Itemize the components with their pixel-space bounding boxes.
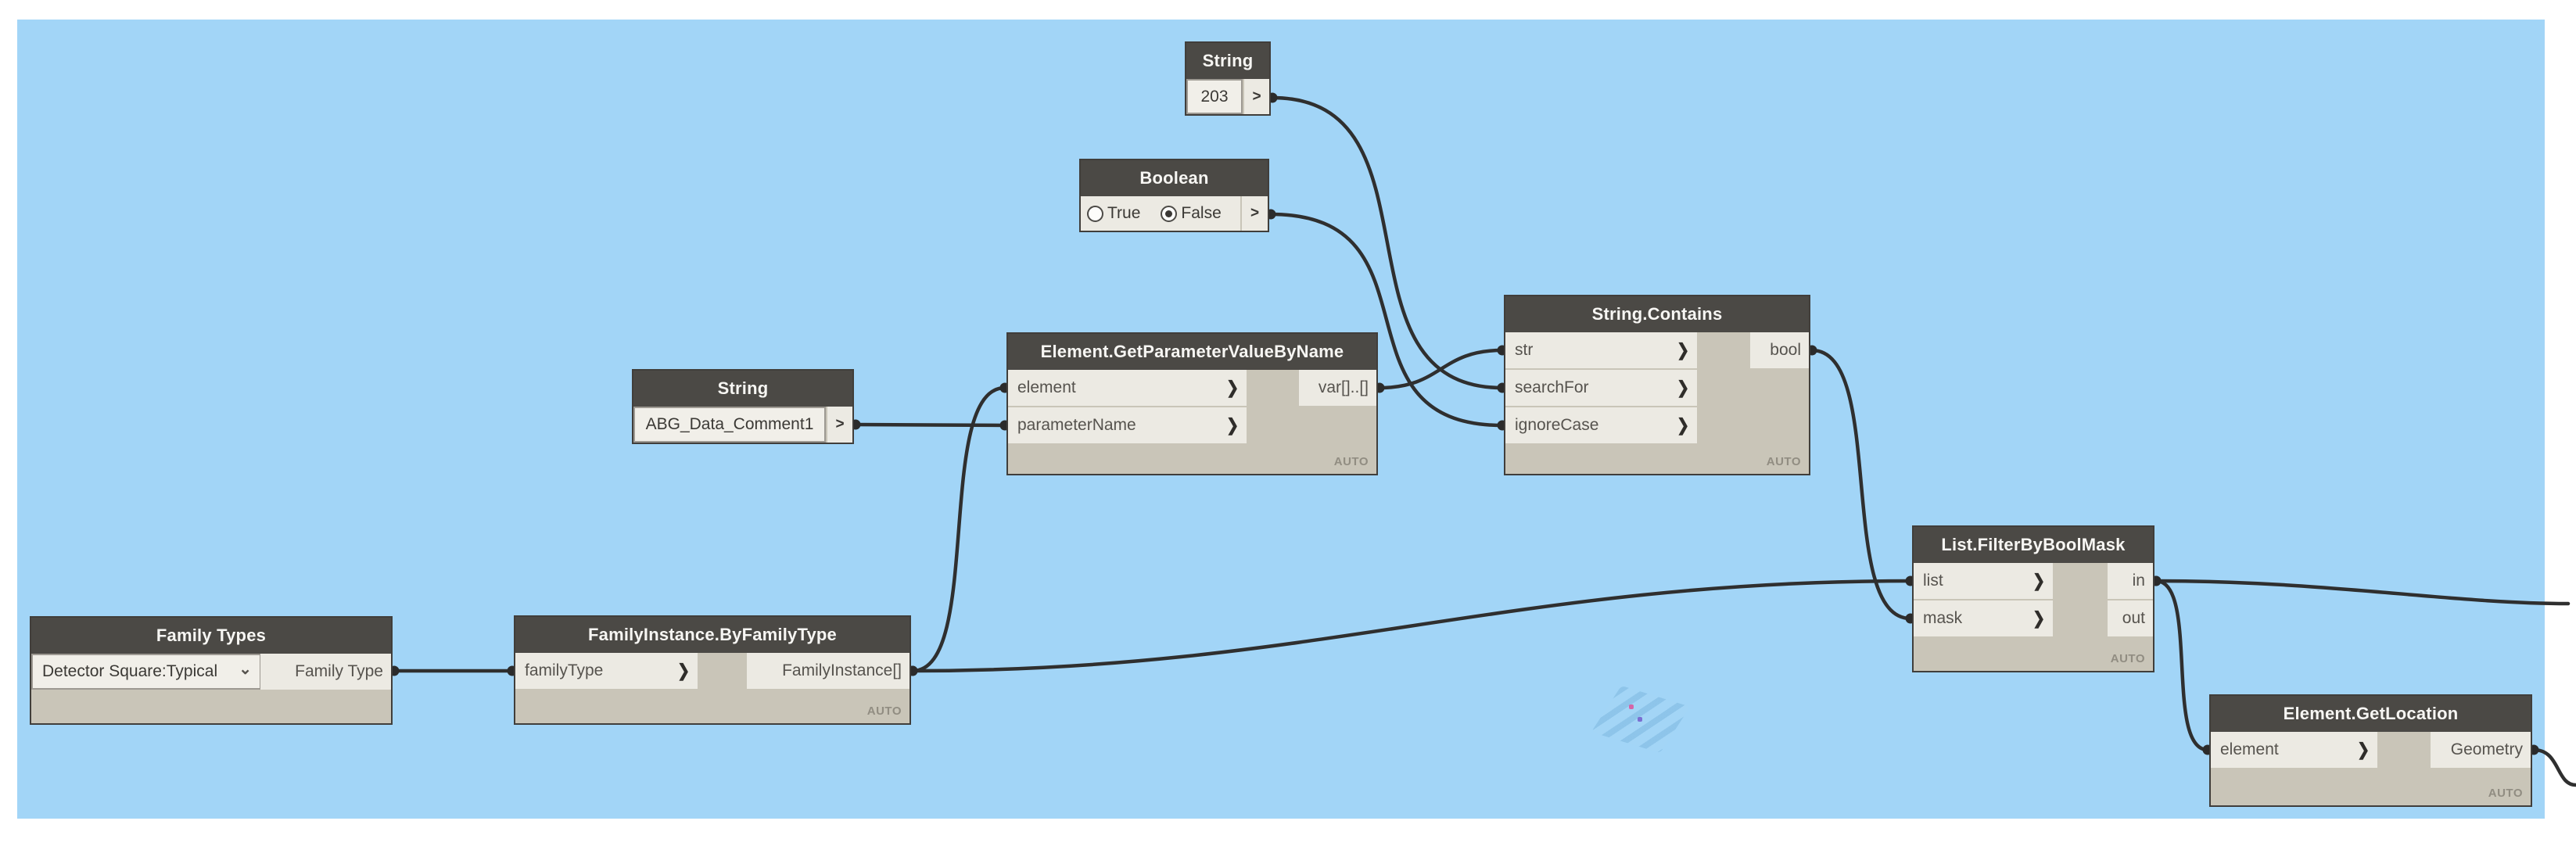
wire-filter-in-to-offscreen-right[interactable] [2154,579,2571,606]
string-value-input[interactable]: ABG_Data_Comment1 [633,407,826,443]
input-port-label: element [1017,378,1076,396]
input-arrow-icon: ❯ [1677,340,1689,360]
output-port-Geometry[interactable]: Geometry [2431,732,2531,768]
input-port-str[interactable]: str ❯ [1505,332,1697,368]
node-title: String [1186,43,1269,79]
boolean-options-row: True False [1081,196,1240,231]
watermark-speck [1629,704,1634,709]
output-port-family-type[interactable]: Family Type [260,654,391,690]
output-port-out[interactable]: out [2108,600,2153,636]
input-port-label: familyType [525,661,604,679]
node-title: FamilyInstance.ByFamilyType [515,617,909,653]
wire-bool-to-mask[interactable] [1810,348,1913,621]
output-port-bool[interactable]: bool [1750,332,1809,368]
output-port-boolean[interactable]: > [1242,196,1268,231]
input-port-label: ignoreCase [1515,416,1599,434]
input-arrow-icon: ❯ [677,661,690,681]
wire-filter-in-to-getlocation[interactable] [2154,579,2210,752]
radio-option-false[interactable]: False [1161,204,1222,223]
input-arrow-icon: ❯ [1226,415,1239,436]
output-port-var[interactable]: var[]..[] [1299,370,1376,406]
radio-label: True [1107,204,1141,222]
input-port-mask[interactable]: mask ❯ [1914,600,2053,636]
node-title: Element.GetLocation [2211,696,2531,732]
input-port-element[interactable]: element ❯ [1008,370,1247,406]
node-string-contains[interactable]: String.Contains str ❯ searchFor ❯ ignoreCase ❯… [1504,295,1810,475]
watermark-speck [1638,717,1642,722]
radio-true[interactable] [1087,205,1103,222]
wire-familyinstance-to-element[interactable] [910,385,1007,673]
family-type-dropdown[interactable]: Detector Square:Typical⌄ [31,654,261,690]
input-port-parameterName[interactable]: parameterName ❯ [1008,407,1247,443]
radio-label: False [1181,204,1222,222]
radio-false-selected[interactable] [1161,205,1178,222]
output-port-string-abg[interactable]: > [827,407,852,443]
node-title: String [633,371,852,407]
lacing-indicator[interactable]: AUTO [1333,455,1369,468]
input-port-element[interactable]: element ❯ [2211,732,2377,768]
node-familyinstance-byfamilytype[interactable]: FamilyInstance.ByFamilyType familyType ❯ Fa… [514,615,911,725]
lacing-indicator[interactable]: AUTO [2488,787,2523,800]
lacing-indicator[interactable]: AUTO [1766,455,1801,468]
output-port-in[interactable]: in [2108,563,2153,599]
output-port-FamilyInstance[interactable]: FamilyInstance[] [747,653,909,689]
output-port-string-203[interactable]: > [1244,79,1269,114]
wire-var-to-str[interactable] [1377,348,1505,390]
input-port-label: str [1515,341,1534,359]
input-port-list[interactable]: list ❯ [1914,563,2053,599]
input-port-familyType[interactable]: familyType ❯ [515,653,698,689]
input-arrow-icon: ❯ [1677,378,1689,398]
wire-geometry-to-offscreen[interactable] [2531,747,2576,787]
node-title: Family Types [31,618,391,654]
lacing-indicator[interactable]: AUTO [2110,652,2145,665]
input-arrow-icon: ❯ [2357,740,2370,760]
input-port-label: parameterName [1017,416,1136,434]
wire-familyinstance-to-list[interactable] [910,579,1913,673]
input-port-label: list [1923,572,1943,590]
node-title: String.Contains [1505,296,1809,332]
input-port-label: element [2220,740,2279,758]
lacing-indicator[interactable]: AUTO [866,704,902,718]
input-port-searchFor[interactable]: searchFor ❯ [1505,370,1697,406]
input-port-label: searchFor [1515,378,1589,396]
string-value-input[interactable]: 203 [1186,79,1243,114]
node-title: List.FilterByBoolMask [1914,527,2153,563]
input-arrow-icon: ❯ [2032,571,2045,591]
input-arrow-icon: ❯ [1677,415,1689,436]
wire-string-203-to-searchfor[interactable] [1270,95,1505,390]
input-arrow-icon: ❯ [1226,378,1239,398]
node-title: Element.GetParameterValueByName [1008,334,1376,370]
node-title: Boolean [1081,160,1268,196]
input-port-label: mask [1923,609,1963,627]
input-arrow-icon: ❯ [2032,608,2045,629]
wire-boolean-to-ignorecase[interactable] [1268,212,1505,428]
input-port-ignoreCase[interactable]: ignoreCase ❯ [1505,407,1697,443]
radio-option-true[interactable]: True [1087,204,1140,223]
dropdown-selected-value: Detector Square:Typical [42,662,218,680]
